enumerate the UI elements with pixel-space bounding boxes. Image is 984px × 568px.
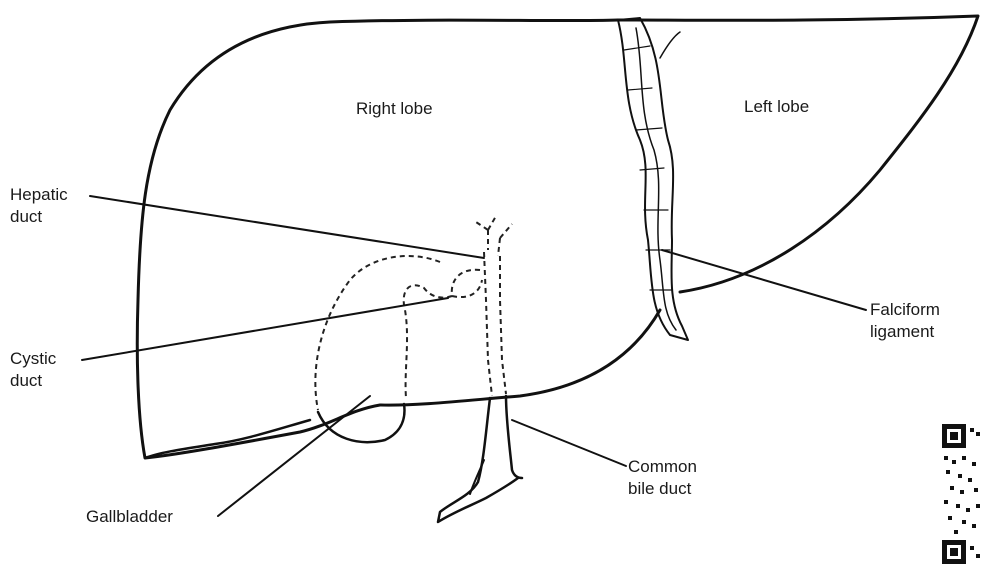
common-bile-label-line1: Common: [628, 456, 697, 478]
falciform-label-line2: ligament: [870, 321, 934, 343]
left-lobe-label: Left lobe: [744, 96, 809, 118]
qr-code-icon: [942, 424, 980, 564]
leader-common-bile: [512, 420, 626, 466]
gallbladder-dashed: [315, 256, 482, 410]
liver-outline: [137, 20, 660, 458]
hepatic-duct: [476, 216, 512, 256]
right-lobe-label: Right lobe: [356, 98, 433, 120]
leader-gallbladder: [218, 396, 370, 516]
falciform-label-line1: Falciform: [870, 299, 940, 321]
common-bile-label-line2: bile duct: [628, 478, 691, 500]
leader-hepatic: [90, 196, 484, 258]
cystic-duct-label-line1: Cystic: [10, 348, 56, 370]
cystic-duct-label-line2: duct: [10, 370, 42, 392]
gallbladder-label: Gallbladder: [86, 506, 173, 528]
leader-falciform: [662, 250, 866, 310]
falciform-ligament: [618, 18, 688, 340]
hepatic-duct-label-line1: Hepatic: [10, 184, 68, 206]
hepatic-duct-label-line2: duct: [10, 206, 42, 228]
